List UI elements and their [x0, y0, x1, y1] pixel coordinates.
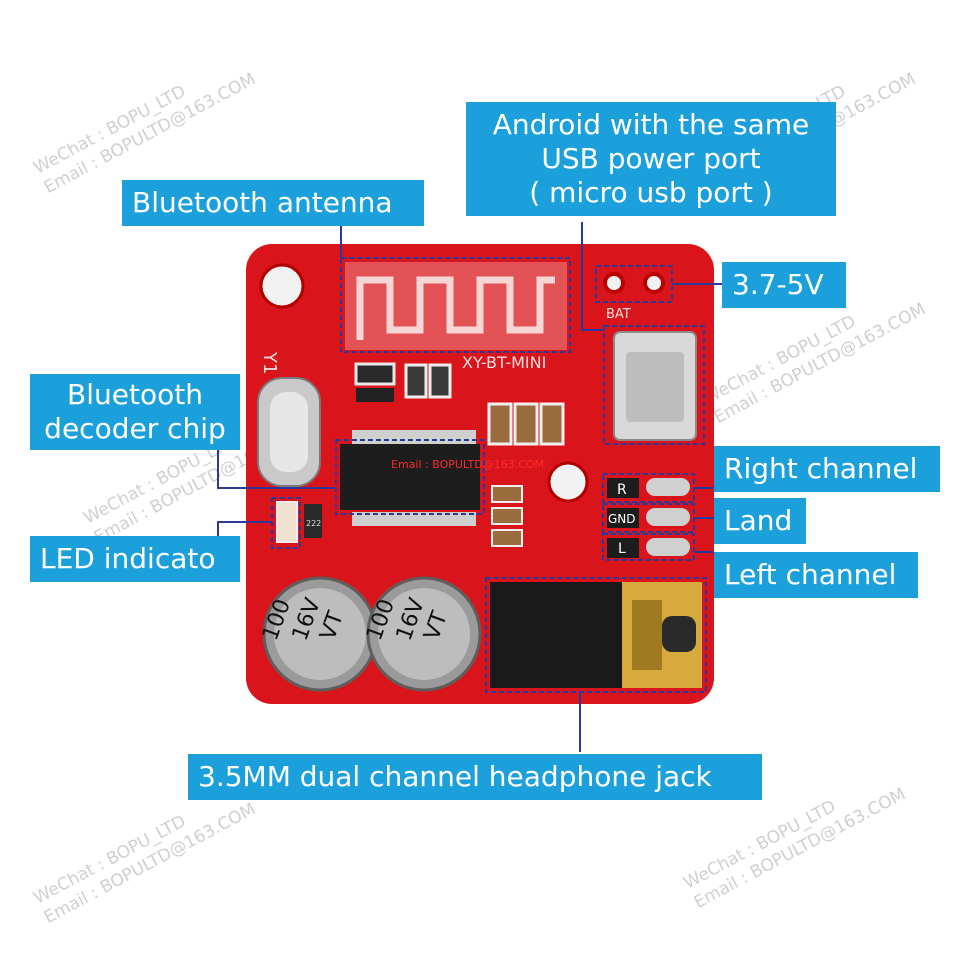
land-label: Land	[714, 498, 806, 544]
usb-port-label: Android with the same USB power port ( m…	[466, 102, 836, 216]
antenna-area	[345, 262, 567, 350]
voltage-label: 3.7-5V	[722, 262, 846, 308]
left-channel-highlight	[602, 533, 695, 561]
headphone-jack-body	[490, 582, 622, 688]
decoder-chip	[340, 444, 480, 510]
chip-overlay-text: Email : BOPULTD@163.COM	[391, 458, 544, 471]
mounting-hole	[259, 263, 305, 309]
left-channel-label: Left channel	[714, 552, 918, 598]
bat-label: BAT	[606, 307, 631, 322]
model-label: XY-BT-MINI	[462, 353, 546, 372]
pad-r-label: R	[617, 482, 627, 498]
chip-leader	[217, 440, 336, 489]
antenna-trace	[356, 276, 555, 340]
antenna-highlight	[340, 257, 571, 353]
led-code: 222	[306, 519, 321, 528]
power-hole	[643, 272, 665, 294]
led-indicator-label: LED indicato	[30, 536, 240, 582]
pad-gnd-label: GND	[608, 512, 636, 526]
usb-highlight	[603, 325, 705, 445]
usb-leader	[581, 222, 604, 331]
led-leader	[217, 521, 272, 540]
decoder-chip-label: Bluetooth decoder chip	[30, 374, 240, 450]
y1-label: Y1	[259, 351, 280, 374]
pad-l-label: L	[618, 541, 626, 557]
chip-highlight	[335, 439, 485, 515]
power-hole	[603, 272, 625, 294]
mounting-hole	[547, 461, 589, 503]
headphone-jack-label: 3.5MM dual channel headphone jack	[188, 754, 762, 800]
led-component	[276, 501, 298, 543]
bluetooth-antenna-label: Bluetooth antenna	[122, 180, 424, 226]
jack-highlight	[485, 577, 707, 693]
right-channel-label: Right channel	[714, 446, 940, 492]
